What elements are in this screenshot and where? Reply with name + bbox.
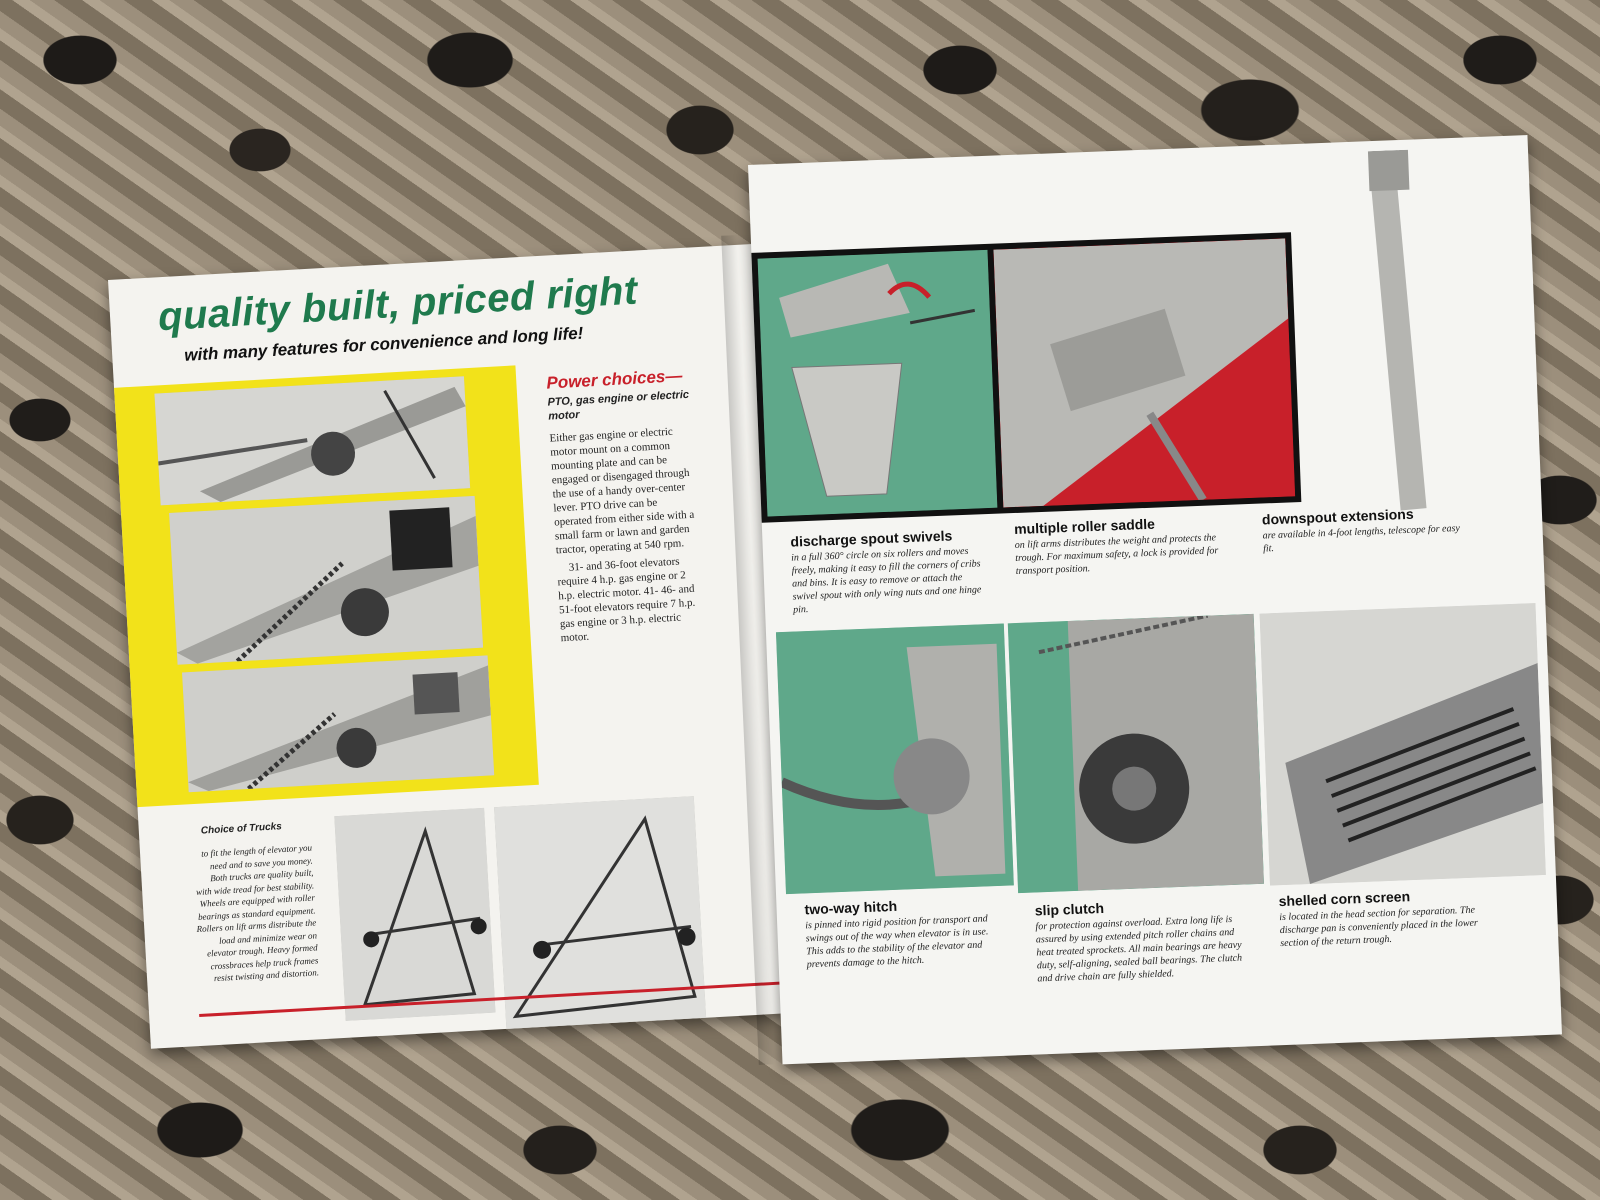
hitch-body: is pinned into rigid position for transp… xyxy=(805,913,989,971)
power-choices-body: Either gas engine or electric motor moun… xyxy=(549,424,703,650)
downspout-body: are available in 4-foot lengths, telesco… xyxy=(1262,522,1461,555)
screen-body: is located in the head section for separ… xyxy=(1279,904,1479,950)
power-choices-subtitle: PTO, gas engine or electric motor xyxy=(547,388,690,423)
long-truck-photo xyxy=(494,796,707,1029)
trucks-body: to fit the length of elevator you need a… xyxy=(195,842,320,984)
brochure-spread: quality built, priced right with many fe… xyxy=(108,135,1562,1065)
trucks-title: Choice of Trucks xyxy=(200,821,283,837)
saddle-body: on lift arms distributes the weight and … xyxy=(1014,532,1219,578)
left-page: quality built, priced right with many fe… xyxy=(108,243,800,1049)
power-para-1: Either gas engine or electric motor moun… xyxy=(549,425,695,557)
clutch-body: for protection against overload. Extra l… xyxy=(1035,913,1243,985)
corn-screen-photo xyxy=(1259,603,1546,886)
gas-engine-photo xyxy=(169,495,484,665)
power-para-2: 31- and 36-foot elevators require 4 h.p.… xyxy=(557,555,696,645)
hitch-title: two-way hitch xyxy=(804,897,898,918)
power-photo-panel xyxy=(114,365,539,808)
discharge-body: in a full 360° circle on six rollers and… xyxy=(790,545,982,616)
hitch-photo xyxy=(775,623,1014,895)
clutch-title: slip clutch xyxy=(1034,899,1105,919)
pto-drive-photo xyxy=(154,376,471,506)
electric-motor-photo xyxy=(182,655,495,793)
discharge-spout-photo xyxy=(757,249,998,517)
roller-saddle-photo xyxy=(993,238,1296,508)
short-truck-photo xyxy=(334,807,496,1021)
red-divider xyxy=(199,980,799,1018)
downspout-photo xyxy=(1348,149,1442,522)
slip-clutch-photo xyxy=(1007,613,1264,894)
right-page: discharge spout swivels in a full 360° c… xyxy=(748,135,1562,1065)
